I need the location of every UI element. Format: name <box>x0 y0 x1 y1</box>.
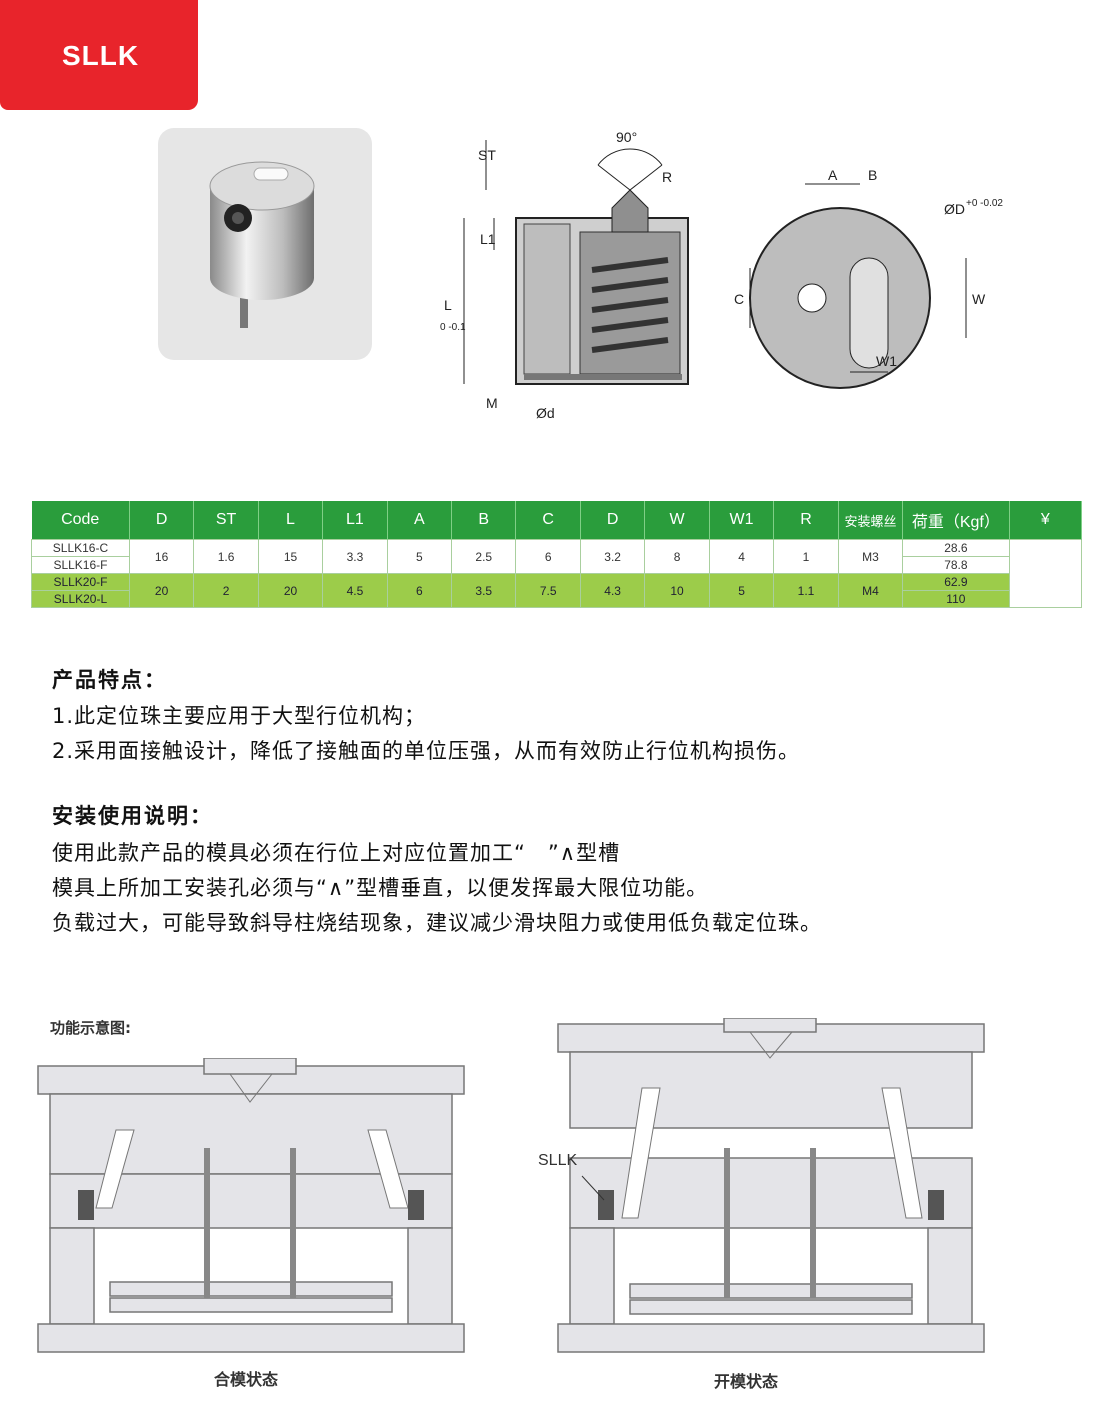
cell-l: 15 <box>257 539 324 574</box>
cell-a: 5 <box>386 539 453 574</box>
features-line-1: 1.此定位珠主要应用于大型行位机构； <box>52 704 427 728</box>
dim-st: ST <box>478 147 496 163</box>
th-b: B <box>451 501 517 540</box>
dim-c: C <box>734 291 744 307</box>
product-photo-illustration <box>209 161 315 328</box>
cell-w: 8 <box>644 539 710 574</box>
th-code: Code <box>31 501 130 540</box>
cell-w: 10 <box>644 573 710 608</box>
open-caption: 开模状态 <box>714 1372 779 1391</box>
cell-b: 3.5 <box>451 573 517 608</box>
cell-st: 2 <box>193 573 259 608</box>
dim-phi-d: Ød <box>536 405 555 421</box>
install-title: 安装使用说明： <box>52 804 213 828</box>
cell-a: 6 <box>386 573 453 608</box>
cell-st: 1.6 <box>193 539 259 574</box>
th-st: ST <box>193 501 259 540</box>
cell-price <box>1008 539 1083 608</box>
th-l: L <box>258 501 324 540</box>
th-l1: L1 <box>322 501 388 540</box>
th-d: D <box>129 501 195 540</box>
dim-w: W <box>972 291 986 307</box>
cell-r: 1.1 <box>773 573 839 608</box>
th-d2: D <box>580 501 646 540</box>
cell-d2: 3.2 <box>579 539 646 574</box>
cell-w1: 5 <box>708 573 775 608</box>
install-line-2: 模具上所加工安装孔必须与“∧”型槽垂直，以便发挥最大限位功能。 <box>52 876 709 900</box>
cell-w1: 4 <box>708 539 775 574</box>
cell-code: SLLK20-L <box>31 590 130 608</box>
cell-code: SLLK20-F <box>31 573 130 591</box>
dim-angle: 90° <box>616 129 637 145</box>
install-line-1: 使用此款产品的模具必须在行位上对应位置加工“ ”∧型槽 <box>52 841 621 865</box>
cell-d2: 4.3 <box>579 573 646 608</box>
section-drawing: 90° ST R L1 L 0 -0.1 M Ød <box>440 129 689 421</box>
cell-c: 7.5 <box>515 573 581 608</box>
table-row: SLLK20-F 20 2 20 4.5 6 3.5 7.5 4.3 10 5 … <box>31 573 1082 608</box>
cell-l1: 3.3 <box>322 539 388 574</box>
cell-load: 78.8 <box>902 556 1010 574</box>
tag-text: SLLK <box>62 40 140 71</box>
cell-code: SLLK16-F <box>31 556 130 574</box>
dim-od-tol: +0 -0.02 <box>966 198 1003 209</box>
table-row: SLLK16-F 78.8 <box>31 556 1082 574</box>
dim-r: R <box>662 169 672 185</box>
cell-c: 6 <box>515 539 581 574</box>
dim-od: ØD <box>944 201 965 217</box>
spec-table: Code D ST L L1 A B C D W W1 R 安装螺丝 荷重（Kg… <box>31 501 1083 608</box>
cell-l: 20 <box>257 573 324 608</box>
cell-d: 20 <box>128 573 195 608</box>
th-w1: W1 <box>709 501 775 540</box>
cell-d: 16 <box>128 539 195 574</box>
cell-load: 62.9 <box>902 573 1010 591</box>
features-line-2: 2.采用面接触设计，降低了接触面的单位压强，从而有效防止行位机构损伤。 <box>52 739 801 763</box>
cell-b: 2.5 <box>451 539 517 574</box>
dim-m: M <box>486 395 498 411</box>
th-screw: 安装螺丝 <box>838 501 904 540</box>
closed-caption: 合模状态 <box>214 1370 279 1389</box>
dim-l1: L1 <box>480 231 496 247</box>
product-photo <box>158 128 372 360</box>
dim-l-tol: 0 -0.1 <box>440 322 466 333</box>
th-a: A <box>387 501 453 540</box>
table-row: SLLK20-L 110 <box>31 590 1082 608</box>
cell-l1: 4.5 <box>322 573 388 608</box>
open-mold-diagram <box>557 1018 985 1353</box>
dim-w1: W1 <box>876 353 897 369</box>
th-load: 荷重（Kgf） <box>902 501 1010 540</box>
features-title: 产品特点： <box>52 668 167 692</box>
sllk-label: SLLK <box>538 1152 578 1169</box>
th-r: R <box>773 501 839 540</box>
cell-load: 28.6 <box>902 539 1010 557</box>
th-price: ¥ <box>1009 501 1083 540</box>
cell-code: SLLK16-C <box>31 539 130 557</box>
diagram-title: 功能示意图: <box>50 1019 131 1037</box>
dim-a: A <box>828 167 838 183</box>
top-view-drawing: A B C W W1 ØD +0 -0.02 <box>734 167 1003 389</box>
install-line-3: 负载过大，可能导致斜导柱烧结现象，建议减少滑块阻力或使用低负载定位珠。 <box>52 911 822 935</box>
closed-mold-diagram <box>37 1058 465 1353</box>
cell-r: 1 <box>773 539 839 574</box>
th-c: C <box>515 501 581 540</box>
dim-l: L <box>444 297 452 313</box>
cell-screw: M3 <box>837 539 904 574</box>
brand-tag: SLLK <box>0 0 198 110</box>
cell-screw: M4 <box>837 573 904 608</box>
th-w: W <box>644 501 710 540</box>
table-row: SLLK16-C 16 1.6 15 3.3 5 2.5 6 3.2 8 4 1… <box>31 539 1083 608</box>
table-header-row: Code D ST L L1 A B C D W W1 R 安装螺丝 荷重（Kg… <box>31 501 1083 540</box>
dim-b: B <box>868 167 877 183</box>
cell-load: 110 <box>902 590 1010 608</box>
